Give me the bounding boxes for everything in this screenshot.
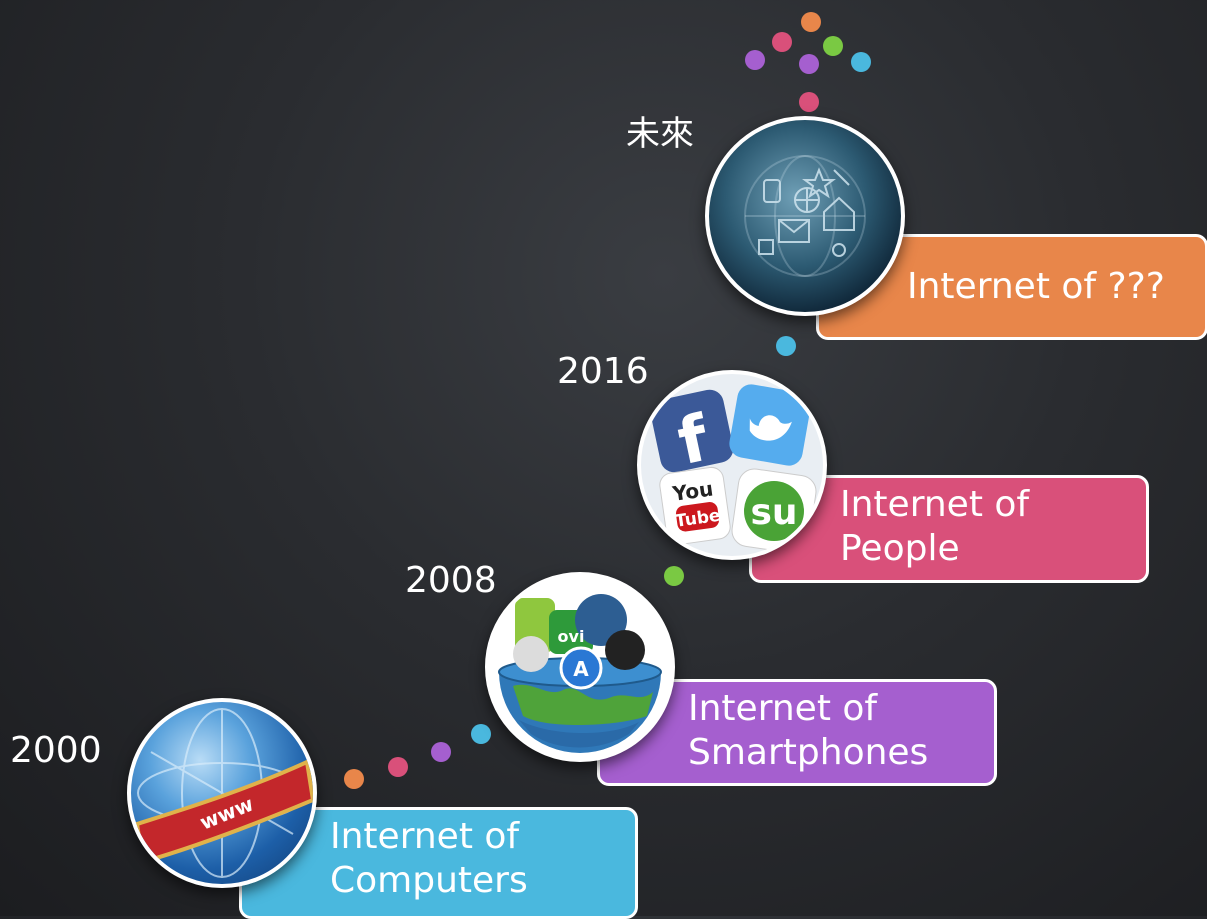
year-label: 2008 [405, 560, 497, 601]
decor-dot [664, 566, 684, 586]
www-globe-icon: www [127, 698, 317, 888]
decor-dot [745, 50, 765, 70]
decor-dot [388, 757, 408, 777]
card-label: Internet of People [840, 484, 1030, 569]
svg-text:su: su [750, 492, 797, 533]
decor-dot [471, 724, 491, 744]
svg-text:You: You [670, 476, 715, 506]
svg-text:A: A [573, 657, 589, 681]
decor-dot [776, 336, 796, 356]
card-label: Internet of ??? [907, 266, 1165, 307]
decor-dot [344, 769, 364, 789]
decor-dot [823, 36, 843, 56]
decor-dot [431, 742, 451, 762]
year-label: 2000 [10, 730, 102, 771]
smartphone-apps-globe-icon: A ovi [485, 572, 675, 762]
decor-dot [851, 52, 871, 72]
timeline-card-future: Internet of ??? [816, 234, 1207, 340]
social-media-icon: f You Tube su [637, 370, 827, 560]
card-label: Internet of Computers [330, 816, 528, 901]
decor-dot [799, 54, 819, 74]
decor-dot [772, 32, 792, 52]
year-label: 未來 [626, 114, 694, 154]
year-label: 2016 [557, 351, 649, 392]
card-label: Internet of Smartphones [688, 688, 929, 773]
decor-dot [801, 12, 821, 32]
iot-globe-icon [705, 116, 905, 316]
decor-dot [799, 92, 819, 112]
svg-text:ovi: ovi [558, 627, 585, 646]
